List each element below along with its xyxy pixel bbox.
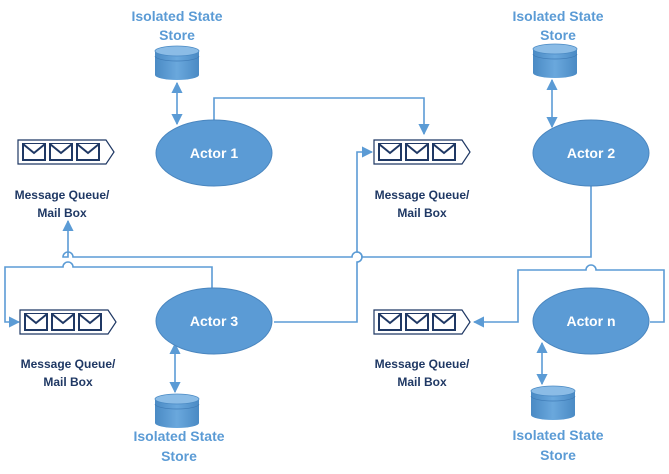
queue-bottom-left: Message Queue/ Mail Box xyxy=(19,309,117,389)
actor1: Actor 1 xyxy=(155,119,273,187)
connector-actor2-to-queue-top-left xyxy=(62,182,592,258)
storen: Isolated State Store xyxy=(512,385,604,463)
queue-bottom-mid-label-line1: Message Queue/ xyxy=(375,357,470,371)
store3-label-line2: Store xyxy=(161,448,197,464)
actorn-ellipse xyxy=(532,287,650,355)
queue-top-left-label-line2: Mail Box xyxy=(37,206,87,220)
storen-label-line1: Isolated State xyxy=(512,427,603,443)
database-icon xyxy=(530,385,576,420)
connectors xyxy=(4,78,665,394)
connector-actor1-to-queue-top-mid xyxy=(213,97,430,136)
database-icon xyxy=(154,393,200,428)
actor2-ellipse xyxy=(532,119,650,187)
store1-label-line2: Store xyxy=(159,27,195,43)
actor2-label: Actor 2 xyxy=(567,145,615,161)
connector-actor3-to-queue-top-mid xyxy=(274,146,374,323)
queue-bottom-left-label-line2: Mail Box xyxy=(43,375,93,389)
mail-queue-icon xyxy=(19,309,117,335)
store1-label-line1: Isolated State xyxy=(131,8,222,24)
connector-actorn-to-queue-bottom-mid xyxy=(472,264,665,328)
store2-label-line1: Isolated State xyxy=(512,8,603,24)
mail-queue-icon xyxy=(373,139,471,165)
queue-top-mid: Message Queue/ Mail Box xyxy=(373,139,471,220)
store1: Isolated State Store xyxy=(131,8,223,80)
queue-top-left: Message Queue/ Mail Box xyxy=(15,139,115,220)
queue-bottom-mid: Message Queue/ Mail Box xyxy=(373,309,471,389)
store3-label-line1: Isolated State xyxy=(133,428,224,444)
actor3: Actor 3 xyxy=(155,287,273,355)
store3: Isolated State Store xyxy=(133,393,225,464)
mail-queue-icon xyxy=(17,139,115,165)
actor1-ellipse xyxy=(155,119,273,187)
queue-bottom-left-label-line1: Message Queue/ xyxy=(21,357,116,371)
actor3-label: Actor 3 xyxy=(190,313,238,329)
storen-label-line2: Store xyxy=(540,447,576,463)
actor2: Actor 2 xyxy=(532,119,650,187)
queue-top-mid-label-line1: Message Queue/ xyxy=(375,188,470,202)
queue-top-left-label-line1: Message Queue/ xyxy=(15,188,110,202)
mail-queue-icon xyxy=(373,309,471,335)
database-icon xyxy=(532,43,578,78)
actorn: Actor n xyxy=(532,287,650,355)
actorn-label: Actor n xyxy=(567,313,616,329)
queue-top-mid-label-line2: Mail Box xyxy=(397,206,447,220)
store2: Isolated State Store xyxy=(512,8,604,78)
actor1-label: Actor 1 xyxy=(190,145,238,161)
queue-bottom-mid-label-line2: Mail Box xyxy=(397,375,447,389)
database-icon xyxy=(154,45,200,80)
actor3-ellipse xyxy=(155,287,273,355)
store2-label-line2: Store xyxy=(540,27,576,43)
connector-actor3-to-queue-bottom-left xyxy=(4,261,213,328)
